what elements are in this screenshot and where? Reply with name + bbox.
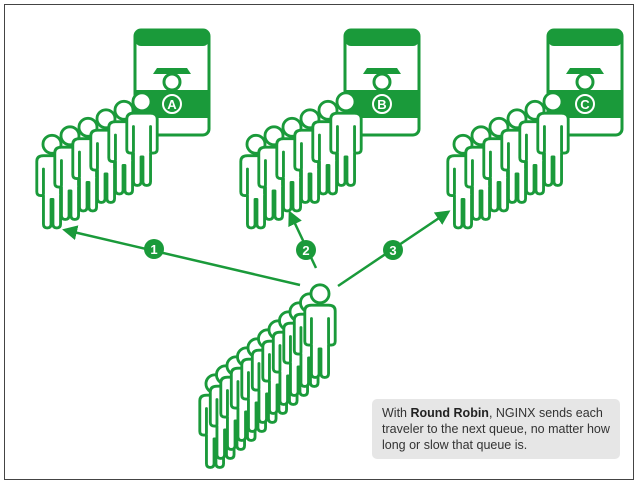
caption-bold: Round Robin: [410, 406, 489, 420]
queue-b: [239, 91, 363, 230]
route-badge-3: 3: [383, 240, 403, 260]
route-number-2: 2: [302, 243, 309, 258]
queue-c: [446, 91, 570, 230]
booth-c-letter: C: [580, 97, 590, 112]
booth-b: B: [343, 28, 421, 137]
incoming-queue: [198, 283, 337, 469]
route-arrow-1: [62, 225, 301, 287]
queue-a: [35, 91, 159, 230]
caption-prefix: With: [382, 406, 411, 420]
route-badge-1: 1: [144, 239, 164, 259]
route-number-3: 3: [389, 243, 396, 258]
booth-b-letter: B: [377, 97, 386, 112]
route-badge-2: 2: [296, 240, 316, 260]
caption-box: With Round Robin, NGINX sends each trave…: [372, 399, 620, 459]
route-number-1: 1: [150, 242, 157, 257]
booth-a-letter: A: [167, 97, 177, 112]
caption-suffix: , NGINX sends each traveler to the next …: [382, 406, 610, 452]
